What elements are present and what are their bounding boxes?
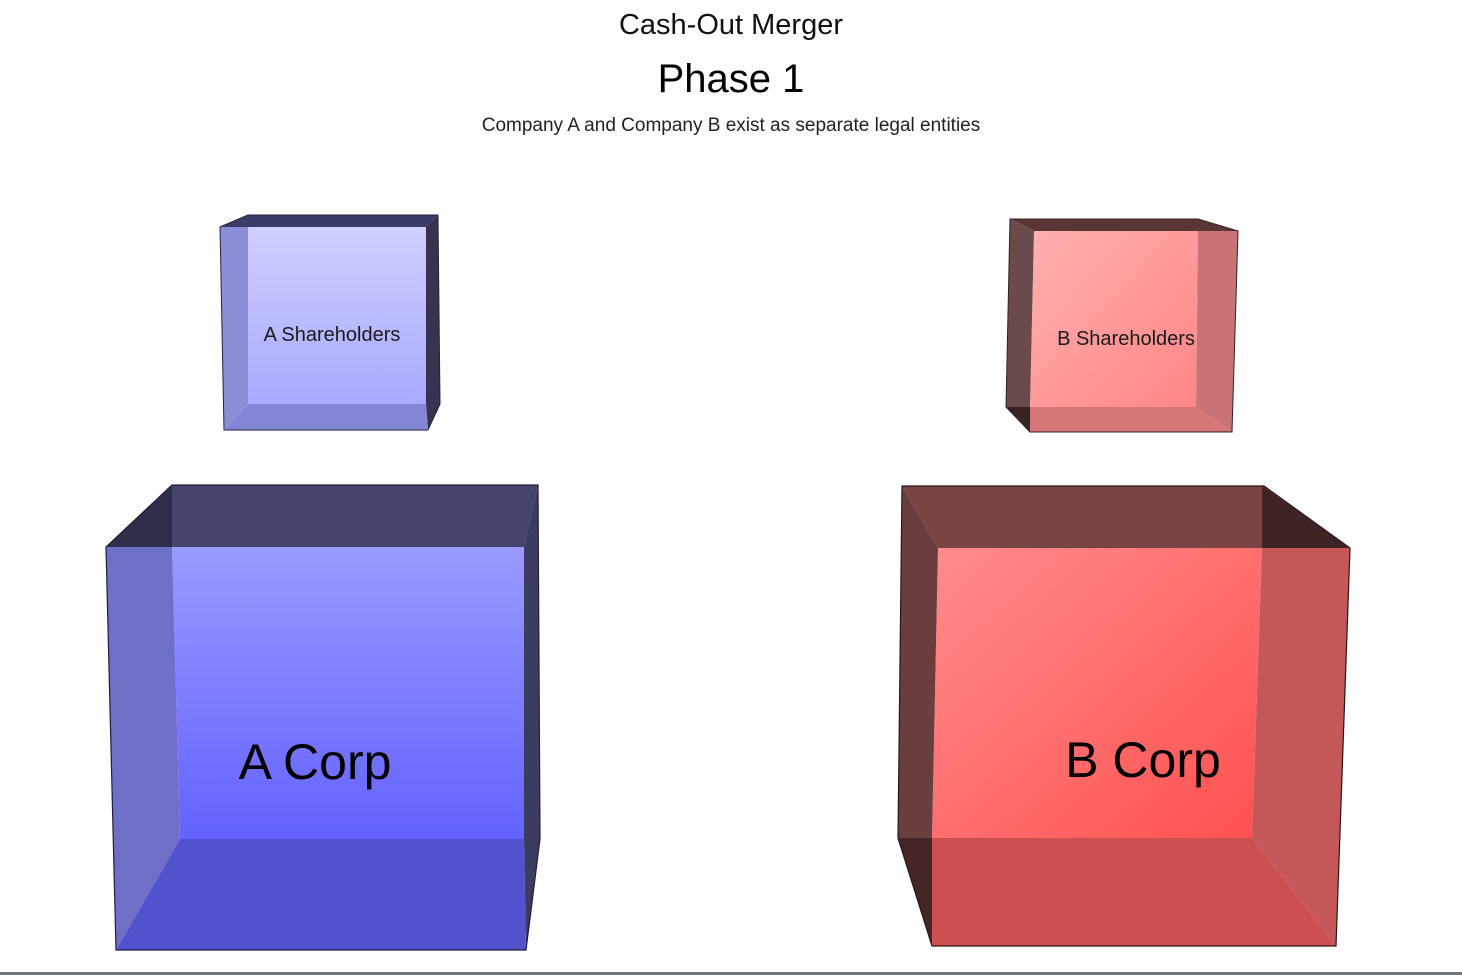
a-corp-box: A Corp [105,484,541,951]
a-corp-bottom-face [116,839,526,950]
a-shareholders-top-face [220,215,438,227]
b-corp-left-face [898,486,938,838]
b-corp-outline [897,485,1351,947]
a-corp-label: A Corp [239,734,392,790]
a-shareholders-outline [219,214,441,431]
b-shareholders-right-face [1196,231,1238,432]
b-shareholders-outline [1005,218,1239,433]
phase-description: Company A and Company B exist as separat… [481,115,981,136]
a-shareholders-back-wall [248,227,426,404]
a-shareholders-box: A Shareholders [219,214,441,431]
b-shareholders-left-face [1006,219,1034,407]
b-corp-box: B Corp [897,485,1351,947]
a-shareholders-bottom-face [224,404,428,430]
a-shareholders-label: A Shareholders [264,324,401,346]
b-shareholders-back-wall [1030,231,1198,407]
a-corp-top-face [106,485,538,547]
a-shareholders-left-face [220,227,248,430]
bottom-divider [0,972,1462,975]
b-corp-bottom-face [932,838,1336,946]
b-shareholders-label: B Shareholders [1057,328,1195,350]
diagram-title: Cash-Out Merger [618,9,843,41]
b-shareholders-top-face [1010,219,1238,231]
a-corp-right-face [524,485,540,950]
b-corp-label: B Corp [1065,732,1221,788]
phase-heading: Phase 1 [657,57,805,101]
b-corp-back-wall [932,548,1262,838]
a-corp-left-face [106,547,180,950]
b-corp-right-face [1252,548,1350,946]
b-shareholders-box: B Shareholders [1005,218,1239,433]
a-shareholders-right-face [426,215,440,430]
b-corp-top-face [902,486,1350,548]
a-corp-back-wall [172,547,524,839]
b-shareholders-bottom-face [1006,407,1232,432]
a-corp-outline [105,484,541,951]
